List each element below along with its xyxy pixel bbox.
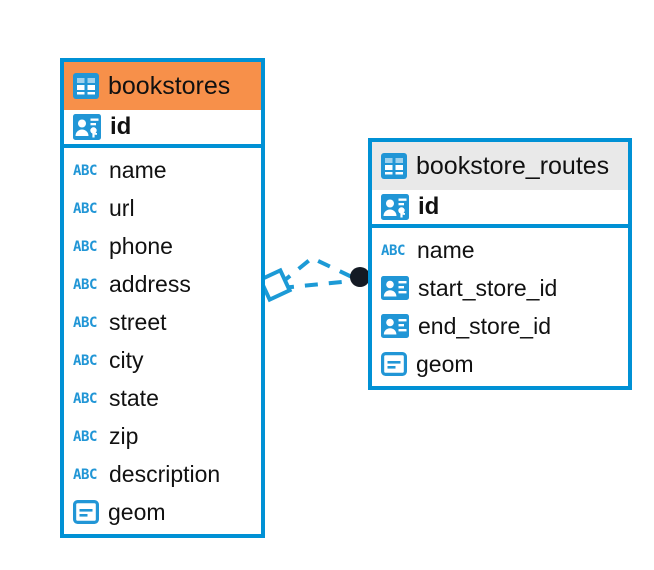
foreign-key-icon <box>381 314 409 338</box>
abc-text-icon: ABC <box>73 274 100 294</box>
svg-text:ABC: ABC <box>73 429 97 445</box>
field-label-phone: phone <box>109 232 173 259</box>
field-label-geom: geom <box>416 350 474 377</box>
primary-key-icon <box>381 194 409 220</box>
field-row-street[interactable]: ABC street <box>64 303 261 341</box>
field-label-url: url <box>109 194 135 221</box>
field-label-start-store-id: start_store_id <box>418 274 558 301</box>
table-icon <box>381 153 407 179</box>
field-label-name: name <box>417 236 475 263</box>
svg-text:ABC: ABC <box>381 243 405 259</box>
primary-key-icon <box>73 114 101 140</box>
field-row-phone[interactable]: ABC phone <box>64 227 261 265</box>
relationship-line-upper <box>278 255 355 286</box>
abc-text-icon: ABC <box>73 350 100 370</box>
entity-bookstores[interactable]: bookstores id <box>60 58 265 538</box>
abc-text-icon: ABC <box>73 388 100 408</box>
abc-text-icon: ABC <box>73 312 100 332</box>
field-row-city[interactable]: ABC city <box>64 341 261 379</box>
field-row-address[interactable]: ABC address <box>64 265 261 303</box>
field-row-name[interactable]: ABC name <box>372 231 628 269</box>
geometry-icon <box>73 500 99 524</box>
abc-text-icon: ABC <box>381 240 408 260</box>
entity-title-bookstore-routes: bookstore_routes <box>416 151 610 180</box>
abc-text-icon: ABC <box>73 236 100 256</box>
field-label-description: description <box>109 460 221 487</box>
field-label-address: address <box>109 270 191 297</box>
table-icon <box>73 73 99 99</box>
field-label-geom: geom <box>108 498 166 525</box>
field-label-state: state <box>109 384 159 411</box>
field-list-bookstore-routes: ABC name start_store_id <box>372 228 628 386</box>
field-row-id[interactable]: id <box>372 190 628 228</box>
field-row-name[interactable]: ABC name <box>64 151 261 189</box>
svg-text:ABC: ABC <box>73 315 97 331</box>
field-label-zip: zip <box>109 422 139 449</box>
abc-text-icon: ABC <box>73 160 100 180</box>
field-row-id[interactable]: id <box>64 110 261 148</box>
svg-text:ABC: ABC <box>73 201 97 217</box>
abc-text-icon: ABC <box>73 464 100 484</box>
svg-text:ABC: ABC <box>73 277 97 293</box>
field-row-url[interactable]: ABC url <box>64 189 261 227</box>
entity-title-bookstores: bookstores <box>108 71 231 100</box>
field-label-name: name <box>109 156 167 183</box>
field-row-zip[interactable]: ABC zip <box>64 417 261 455</box>
field-row-end-store-id[interactable]: end_store_id <box>372 307 628 345</box>
entity-header-bookstores: bookstores <box>64 62 261 110</box>
svg-text:ABC: ABC <box>73 163 97 179</box>
field-label-end-store-id: end_store_id <box>418 312 551 339</box>
field-row-geom[interactable]: geom <box>64 493 261 531</box>
field-row-start-store-id[interactable]: start_store_id <box>372 269 628 307</box>
field-label-id: id <box>418 193 440 220</box>
abc-text-icon: ABC <box>73 198 100 218</box>
field-label-street: street <box>109 308 167 335</box>
field-label-id: id <box>110 113 132 140</box>
geometry-icon <box>381 352 407 376</box>
field-row-state[interactable]: ABC state <box>64 379 261 417</box>
svg-text:ABC: ABC <box>73 239 97 255</box>
filled-circle-endpoint-icon <box>350 267 370 287</box>
svg-text:ABC: ABC <box>73 467 97 483</box>
entity-bookstore-routes[interactable]: bookstore_routes id <box>368 138 632 390</box>
entity-header-bookstore-routes: bookstore_routes <box>372 142 628 190</box>
field-row-geom[interactable]: geom <box>372 345 628 383</box>
svg-text:ABC: ABC <box>73 391 97 407</box>
relationship-line-lower <box>280 279 353 290</box>
abc-text-icon: ABC <box>73 426 100 446</box>
foreign-key-icon <box>381 276 409 300</box>
svg-text:ABC: ABC <box>73 353 97 369</box>
field-list-bookstores: ABC name ABC url ABC p <box>64 148 261 534</box>
field-row-description[interactable]: ABC description <box>64 455 261 493</box>
field-label-city: city <box>109 346 144 373</box>
